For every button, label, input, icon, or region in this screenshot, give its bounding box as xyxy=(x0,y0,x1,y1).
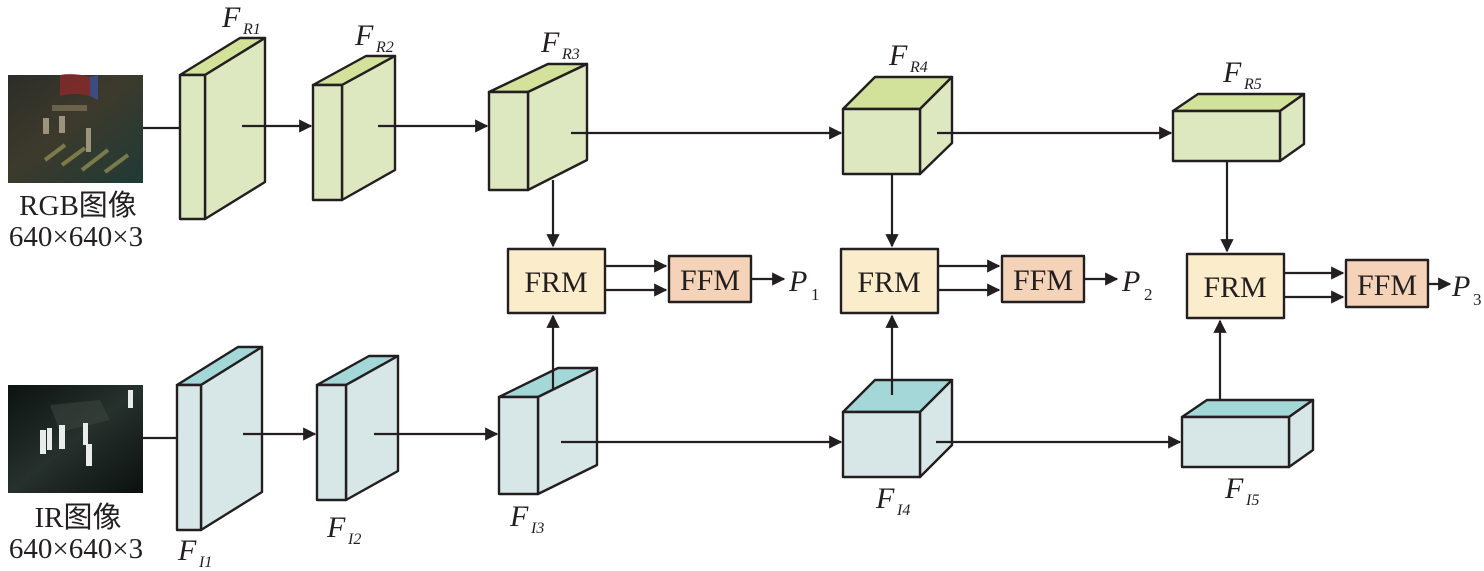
ir-input-image xyxy=(8,385,143,493)
ffm-label: FFM xyxy=(1013,264,1073,297)
svg-text:I2: I2 xyxy=(347,531,361,548)
svg-text:F: F xyxy=(1222,56,1242,89)
svg-text:3: 3 xyxy=(1473,290,1482,309)
label-f-i3: F I3 xyxy=(509,500,544,537)
ir-input-size: 640×640×3 xyxy=(9,533,143,565)
label-f-r5: F R5 xyxy=(1222,56,1262,93)
label-f-r2: F R2 xyxy=(354,19,394,56)
feature-block-i4 xyxy=(841,378,954,479)
svg-text:F: F xyxy=(540,26,560,59)
feature-block-r1 xyxy=(178,36,267,221)
ir-input-label: IR图像 xyxy=(34,501,121,534)
output-p3: P 3 xyxy=(1451,270,1482,309)
rgb-input-label: RGB图像 xyxy=(19,189,137,222)
ffm-module-2: FFM xyxy=(1000,254,1086,304)
ffm-label: FFM xyxy=(1357,269,1417,302)
svg-text:F: F xyxy=(221,1,241,34)
svg-text:I1: I1 xyxy=(198,554,212,571)
feature-block-i2 xyxy=(315,354,400,502)
svg-text:I4: I4 xyxy=(896,502,910,519)
svg-text:F: F xyxy=(1224,472,1244,505)
feature-block-i5 xyxy=(1180,398,1315,469)
svg-text:F: F xyxy=(875,482,895,515)
feature-block-r3 xyxy=(487,62,589,192)
rgb-input-image xyxy=(8,73,143,183)
svg-text:R4: R4 xyxy=(909,59,928,76)
frm-label: FRM xyxy=(524,266,587,299)
feature-block-r5 xyxy=(1171,92,1306,163)
label-f-r3: F R3 xyxy=(540,26,580,63)
feature-block-i1 xyxy=(175,345,264,532)
svg-text:2: 2 xyxy=(1144,285,1153,304)
ffm-module-1: FFM xyxy=(667,254,753,304)
frm-module-1: FRM xyxy=(506,247,607,315)
svg-text:F: F xyxy=(177,534,197,567)
output-p2: P 2 xyxy=(1121,265,1153,304)
svg-text:F: F xyxy=(354,19,374,52)
frm-label: FRM xyxy=(1203,271,1266,304)
svg-text:1: 1 xyxy=(811,285,820,304)
svg-text:R2: R2 xyxy=(375,39,394,56)
svg-text:I5: I5 xyxy=(1245,492,1259,509)
feature-block-r2 xyxy=(311,54,397,202)
ffm-module-3: FFM xyxy=(1344,258,1430,309)
rgb-input-size: 640×640×3 xyxy=(9,221,143,253)
svg-text:I3: I3 xyxy=(530,520,544,537)
svg-text:F: F xyxy=(509,500,529,533)
feature-block-r4 xyxy=(841,75,954,176)
output-p1: P 1 xyxy=(788,265,820,304)
label-f-i2: F I2 xyxy=(326,511,361,548)
svg-text:F: F xyxy=(888,39,908,72)
ffm-label: FFM xyxy=(680,264,740,297)
frm-label: FRM xyxy=(857,266,920,299)
svg-text:R3: R3 xyxy=(561,46,580,63)
label-f-r4: F R4 xyxy=(888,39,928,76)
svg-text:F: F xyxy=(326,511,346,544)
svg-text:P: P xyxy=(1451,270,1470,303)
frm-module-3: FRM xyxy=(1185,252,1286,320)
feature-block-i3 xyxy=(497,366,599,496)
svg-text:R5: R5 xyxy=(1243,76,1262,93)
label-f-i1: F I1 xyxy=(177,534,212,571)
svg-text:P: P xyxy=(1121,265,1140,298)
label-f-i5: F I5 xyxy=(1224,472,1259,509)
label-f-r1: F R1 xyxy=(221,1,261,38)
svg-text:R1: R1 xyxy=(242,21,261,38)
frm-module-2: FRM xyxy=(839,247,940,315)
label-f-i4: F I4 xyxy=(875,482,910,519)
svg-text:P: P xyxy=(788,265,807,298)
